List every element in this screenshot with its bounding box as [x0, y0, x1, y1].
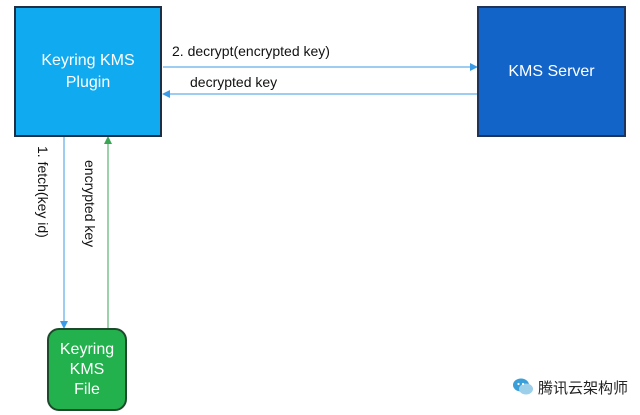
keyring-kms-plugin-node: Keyring KMS Plugin [14, 6, 162, 137]
decrypted-key-label: decrypted key [190, 74, 278, 90]
wechat-icon [513, 378, 533, 395]
watermark-text: 腾讯云架构师 [538, 379, 629, 397]
encrypted-key-label: encrypted key [82, 160, 98, 248]
keyring-kms-file-label: Keyring KMS File [59, 340, 115, 398]
keyring-kms-plugin-label: Keyring KMS Plugin [41, 51, 135, 91]
keyring-kms-file-node: Keyring KMS File [47, 328, 127, 411]
kms-server-label: KMS Server [508, 62, 595, 80]
decrypt-request-label: 2. decrypt(encrypted key) [172, 43, 330, 59]
watermark: 腾讯云架构师 [512, 376, 628, 398]
kms-server-node: KMS Server [477, 6, 626, 137]
fetch-label: 1. fetch(key id) [35, 146, 51, 238]
